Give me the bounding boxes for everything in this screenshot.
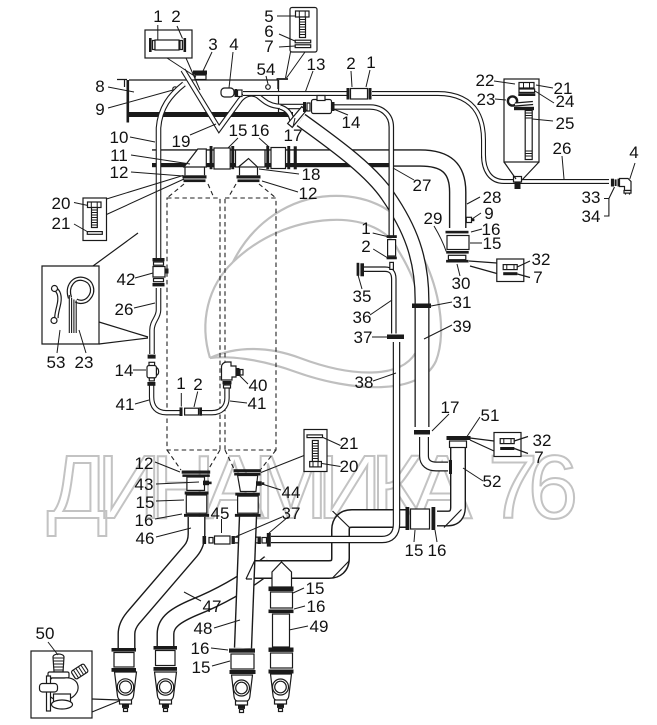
svg-text:16: 16: [191, 639, 210, 658]
svg-text:28: 28: [483, 188, 502, 207]
svg-text:16: 16: [251, 121, 270, 140]
svg-text:4: 4: [629, 143, 638, 162]
svg-text:3: 3: [208, 35, 217, 54]
svg-text:20: 20: [52, 194, 71, 213]
svg-text:7: 7: [264, 37, 273, 56]
svg-text:2: 2: [193, 375, 202, 394]
svg-text:15: 15: [136, 493, 155, 512]
svg-text:9: 9: [95, 100, 104, 119]
svg-text:2: 2: [361, 237, 370, 256]
svg-text:34: 34: [582, 207, 601, 226]
svg-text:26: 26: [553, 139, 572, 158]
svg-text:45: 45: [211, 504, 230, 523]
svg-text:1: 1: [366, 53, 375, 72]
svg-text:7: 7: [534, 448, 543, 467]
svg-text:40: 40: [249, 376, 268, 395]
svg-text:14: 14: [342, 113, 361, 132]
svg-text:15: 15: [192, 658, 211, 677]
svg-text:1: 1: [361, 219, 370, 238]
svg-text:15: 15: [483, 234, 502, 253]
svg-text:51: 51: [481, 406, 500, 425]
svg-text:18: 18: [302, 165, 321, 184]
svg-text:49: 49: [310, 617, 329, 636]
svg-text:26: 26: [115, 300, 134, 319]
svg-text:1: 1: [153, 7, 162, 26]
svg-text:21: 21: [554, 79, 573, 98]
svg-text:36: 36: [353, 308, 372, 327]
svg-text:1: 1: [176, 374, 185, 393]
svg-text:42: 42: [117, 270, 136, 289]
svg-text:43: 43: [135, 475, 154, 494]
svg-text:44: 44: [282, 483, 301, 502]
svg-text:7: 7: [533, 268, 542, 287]
svg-text:33: 33: [582, 188, 601, 207]
svg-text:41: 41: [116, 395, 135, 414]
svg-text:32: 32: [533, 431, 552, 450]
svg-text:50: 50: [36, 624, 55, 643]
svg-text:22: 22: [476, 71, 495, 90]
svg-text:17: 17: [441, 398, 460, 417]
svg-text:19: 19: [172, 132, 191, 151]
svg-text:15: 15: [405, 541, 424, 560]
svg-text:39: 39: [453, 317, 472, 336]
svg-text:54: 54: [257, 60, 276, 79]
svg-text:5: 5: [264, 7, 273, 26]
svg-text:12: 12: [110, 163, 129, 182]
svg-text:38: 38: [355, 373, 374, 392]
svg-text:11: 11: [110, 146, 128, 165]
svg-text:15: 15: [229, 121, 248, 140]
svg-text:12: 12: [135, 454, 154, 473]
svg-text:15: 15: [306, 579, 325, 598]
svg-text:41: 41: [248, 394, 267, 413]
svg-text:27: 27: [413, 176, 432, 195]
svg-text:32: 32: [532, 250, 551, 269]
svg-text:52: 52: [483, 472, 502, 491]
svg-text:9: 9: [484, 204, 493, 223]
svg-text:17: 17: [284, 126, 303, 145]
svg-text:21: 21: [340, 434, 359, 453]
svg-text:46: 46: [136, 529, 155, 548]
svg-text:53: 53: [47, 353, 66, 372]
svg-text:16: 16: [482, 220, 501, 239]
svg-text:2: 2: [171, 7, 180, 26]
svg-text:10: 10: [110, 128, 129, 147]
svg-text:2: 2: [346, 54, 355, 73]
svg-text:13: 13: [307, 55, 326, 74]
svg-text:37: 37: [354, 328, 373, 347]
svg-text:6: 6: [264, 22, 273, 41]
svg-text:20: 20: [340, 457, 359, 476]
svg-text:37: 37: [282, 504, 301, 523]
svg-text:48: 48: [194, 619, 213, 638]
svg-text:23: 23: [477, 90, 496, 109]
svg-text:16: 16: [307, 597, 326, 616]
svg-text:8: 8: [95, 77, 104, 96]
svg-text:29: 29: [424, 209, 443, 228]
svg-text:4: 4: [229, 35, 238, 54]
svg-text:14: 14: [115, 361, 134, 380]
svg-text:16: 16: [135, 511, 154, 530]
svg-text:47: 47: [203, 597, 222, 616]
svg-text:24: 24: [556, 92, 575, 111]
svg-text:31: 31: [453, 293, 472, 312]
svg-text:35: 35: [353, 287, 372, 306]
svg-text:25: 25: [556, 114, 575, 133]
svg-text:21: 21: [52, 214, 71, 233]
svg-text:30: 30: [452, 274, 471, 293]
svg-text:23: 23: [75, 353, 94, 372]
svg-text:16: 16: [428, 541, 447, 560]
svg-text:12: 12: [299, 184, 318, 203]
